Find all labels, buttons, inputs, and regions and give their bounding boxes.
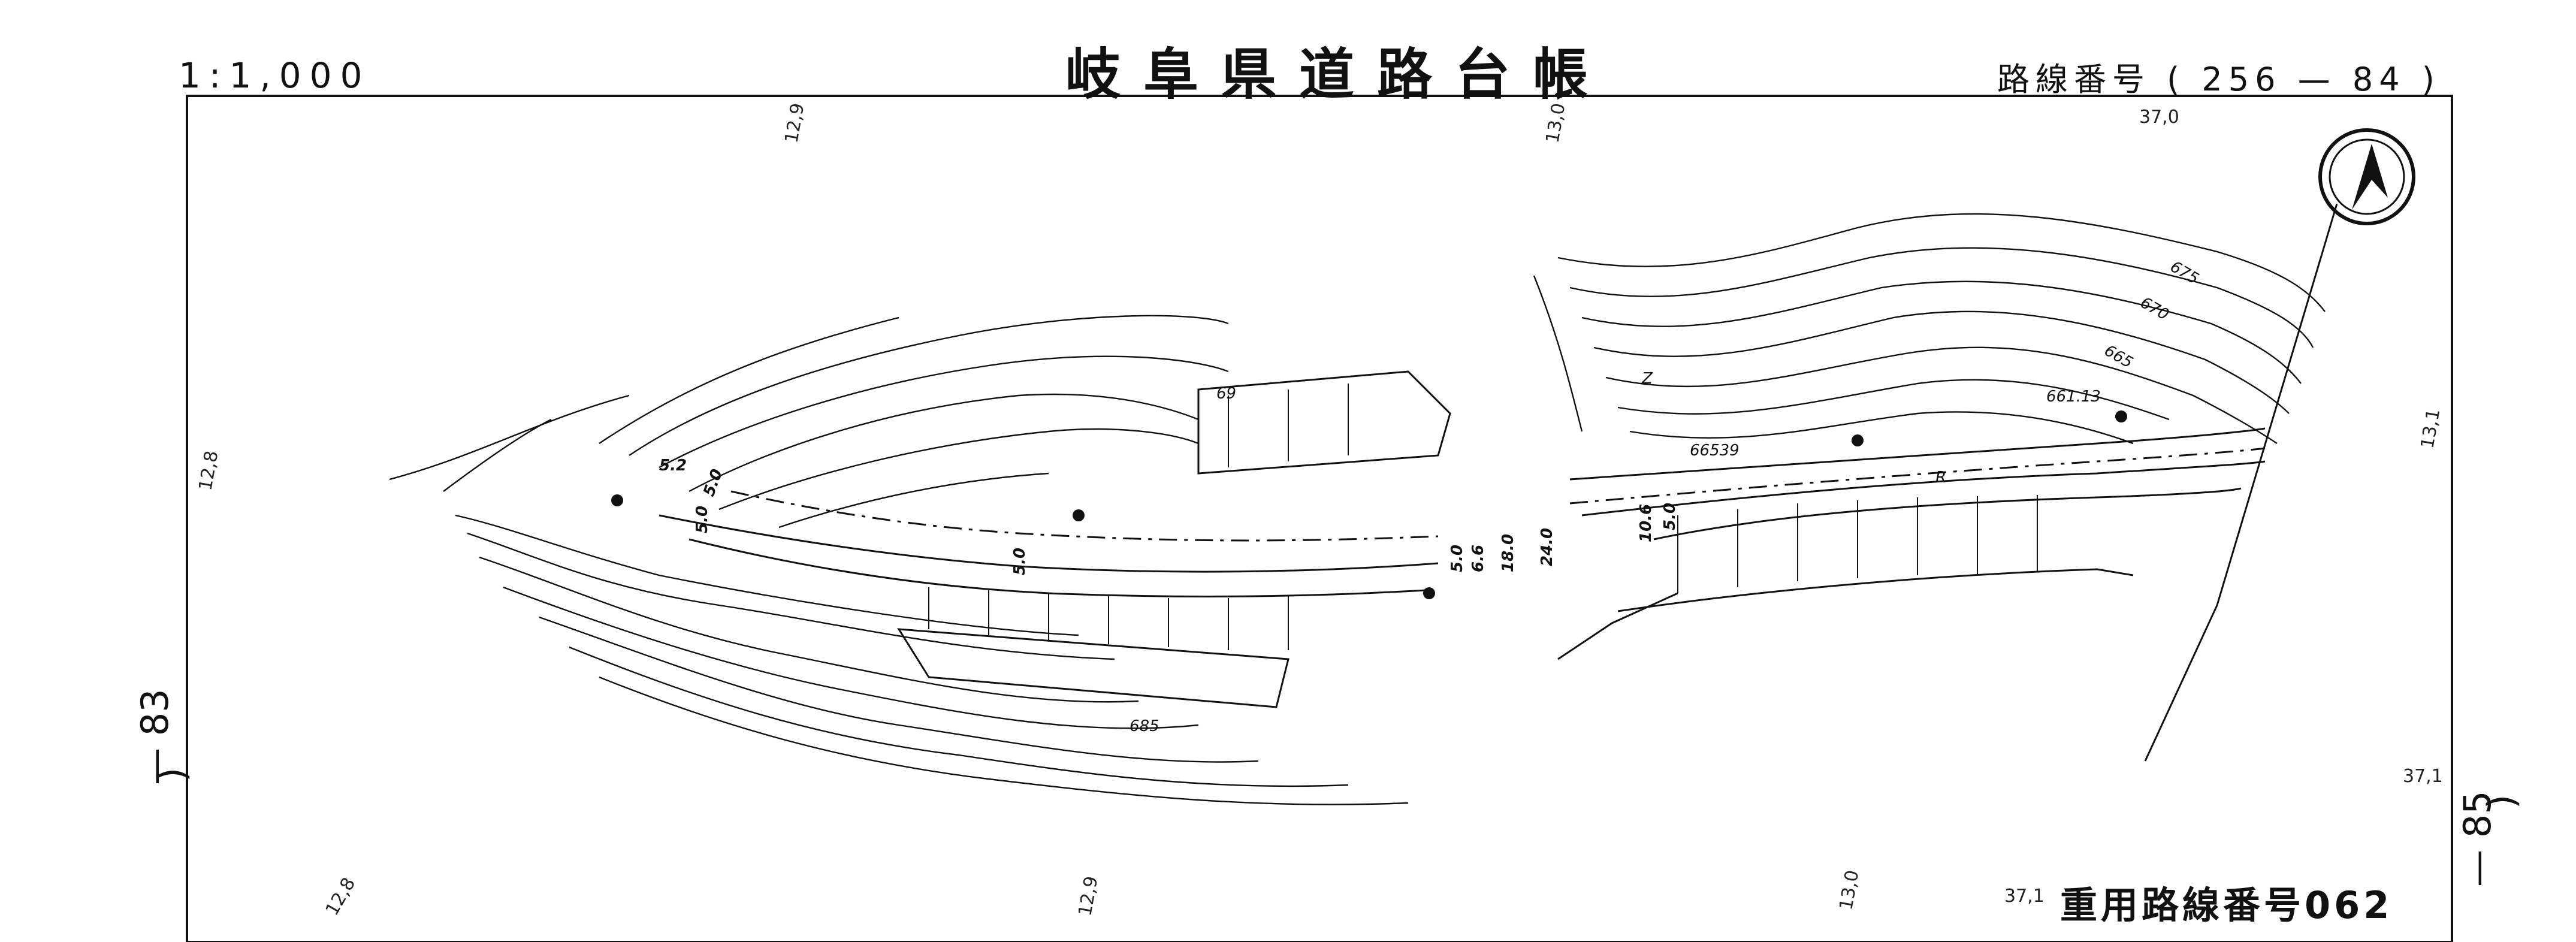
lot-lines xyxy=(928,384,2038,650)
road-width-5-2: 5.2 xyxy=(659,457,687,475)
grid-label-right-1: 13,1 xyxy=(2417,407,2444,451)
north-arrow-icon xyxy=(2318,128,2415,225)
grid-label-top-1: 12,9 xyxy=(781,102,808,145)
elevation-label-675: 675 xyxy=(2167,258,2202,288)
grid-label-bottom-1: 12,8 xyxy=(322,874,360,919)
road-width-18-0: 18.0 xyxy=(1499,534,1517,572)
important-route-number: 重用路線番号062 xyxy=(2060,883,2393,927)
road-width-5-0-d: 5.0 xyxy=(1661,503,1679,530)
sheet-boundary-line xyxy=(2144,203,2338,762)
map-scale: 1:1,000 xyxy=(179,55,371,96)
road-width-5-0-b: 5.0 xyxy=(693,506,711,533)
road-left-section xyxy=(659,370,1451,708)
grid-label-top-3: 37,0 xyxy=(2139,107,2179,128)
road-width-24-0: 24.0 xyxy=(1538,528,1556,566)
map-frame xyxy=(186,95,2453,942)
route-sheet-number: 84 xyxy=(2352,61,2406,98)
survey-points xyxy=(611,410,2127,599)
elevation-label-665: 665 xyxy=(2101,342,2136,372)
grid-label-bottom-2: 12,9 xyxy=(1074,875,1102,918)
route-number-block: 路線番号 ( 256 — 84 ) xyxy=(1997,53,2441,100)
map-symbol-r: R xyxy=(1935,469,1946,487)
route-number-label: 路線番号 xyxy=(1997,61,2151,98)
road-width-6-6: 6.6 xyxy=(1469,545,1487,572)
grid-label-top-2: 13,0 xyxy=(1542,102,1569,145)
contour-lines-right xyxy=(1533,213,2326,445)
route-dash: — xyxy=(2297,61,2336,98)
grid-label-right-2: 37,1 xyxy=(2403,766,2443,787)
elevation-label-661-13: 661.13 xyxy=(2046,388,2101,406)
grid-label-left-1: 12,8 xyxy=(195,449,222,493)
route-close-paren: ) xyxy=(2421,61,2441,98)
grid-label-bottom-3: 13,0 xyxy=(1835,869,1863,912)
elevation-label-69: 69 xyxy=(1216,385,1236,403)
road-width-5-0-e: 5.0 xyxy=(700,467,726,499)
road-right-section xyxy=(1557,427,2266,660)
route-number: 256 xyxy=(2201,61,2282,98)
contour-lines-left xyxy=(389,315,1409,805)
map-symbol-z: Z xyxy=(1641,370,1653,388)
elevation-label-670: 670 xyxy=(2137,294,2172,324)
road-width-10-6: 10.6 xyxy=(1637,504,1655,542)
road-width-5-0-a: 5.0 xyxy=(1011,548,1029,575)
elevation-label-685: 685 xyxy=(1130,717,1159,735)
route-open-paren: ( xyxy=(2167,61,2186,98)
elevation-label-66539: 66539 xyxy=(1690,442,1740,460)
grid-label-bottom-4: 37,1 xyxy=(2004,886,2045,907)
road-width-5-0-c: 5.0 xyxy=(1448,545,1466,572)
